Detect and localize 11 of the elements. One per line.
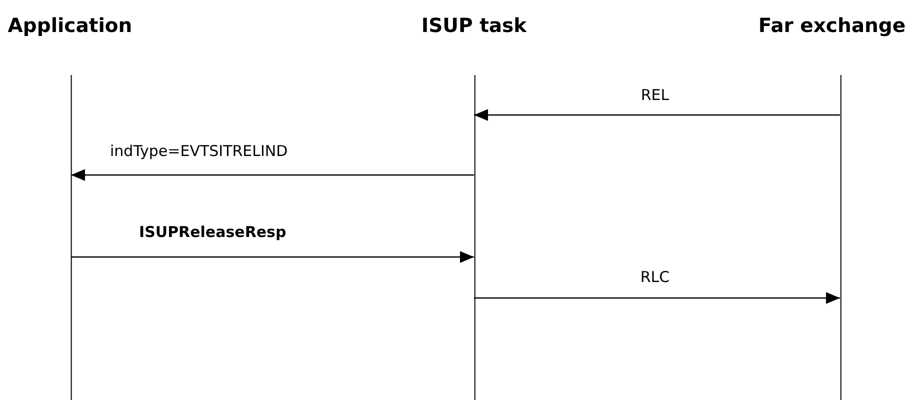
lifeline-header: ISUP task xyxy=(421,14,527,37)
lifeline-header: Application xyxy=(8,14,132,37)
lifeline xyxy=(421,14,527,400)
lifeline-header: Far exchange xyxy=(758,14,906,37)
lifeline xyxy=(758,14,906,400)
message-arrow xyxy=(474,292,840,304)
message-label: indType=EVTSITRELIND xyxy=(108,142,290,160)
message-label: ISUPReleaseResp xyxy=(137,223,288,241)
message-arrow xyxy=(71,169,474,181)
message-arrow xyxy=(474,109,840,121)
message-arrow xyxy=(71,251,474,263)
